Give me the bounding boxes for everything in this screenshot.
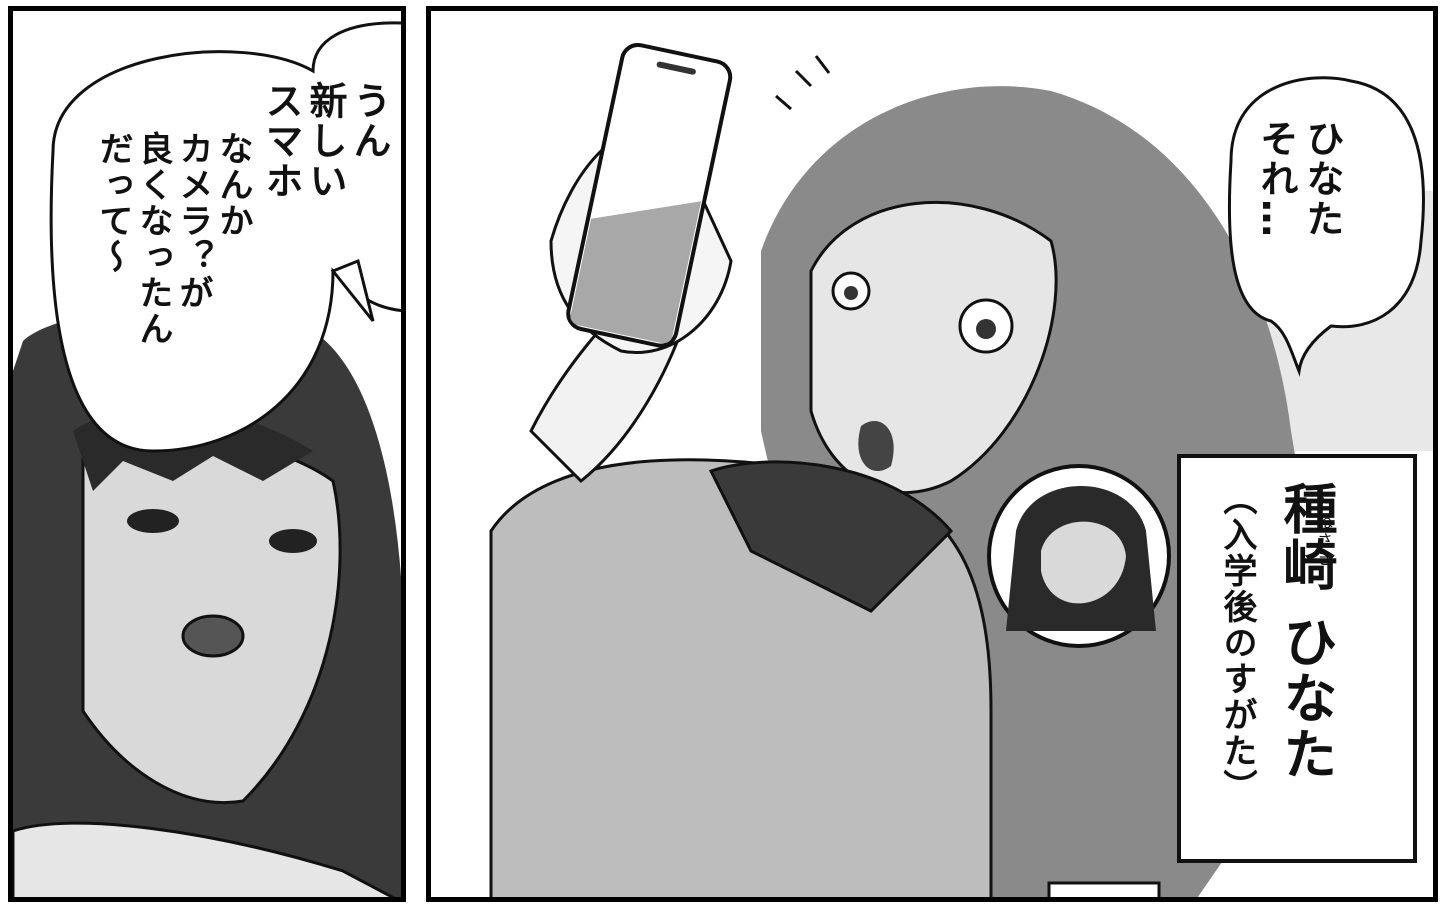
manga-panel-right: ひなた それ… 種崎 ひなた （入学後のすがた） たねさき xyxy=(426,6,1438,902)
speech-line: だって～ xyxy=(93,131,133,275)
speech-bubble-shape-right xyxy=(1227,76,1425,377)
speech-bubble-camera: なんか カメラ？が 良くなったん だって～ xyxy=(93,131,253,431)
inset-portrait-face xyxy=(1041,521,1126,604)
hinata-collar xyxy=(708,460,954,613)
hinata-mouth xyxy=(858,420,894,472)
smartphone xyxy=(566,42,733,348)
character-note: （入学後のすがた） xyxy=(1217,481,1257,805)
girl-eye-right xyxy=(269,529,317,553)
speech-line: カメラ？が xyxy=(173,131,213,311)
ruby-text: たねさき xyxy=(1314,496,1333,568)
speech-bubble-new-phone: うん 新しい スマホ xyxy=(259,81,391,311)
bottom-inset-box xyxy=(1047,881,1161,897)
speech-bubble-hinata-sore: ひなた それ… xyxy=(1253,119,1345,319)
speech-line: ひなた xyxy=(1300,119,1344,239)
caption-box xyxy=(1177,454,1417,863)
character-name-ruby: たねさき xyxy=(1311,496,1335,636)
panel-right-artwork xyxy=(431,11,1433,897)
speech-line: 良くなったん xyxy=(133,131,173,347)
speech-line: 新しい xyxy=(303,81,347,201)
girl-eye-left xyxy=(127,509,179,533)
speech-line: スマホ xyxy=(259,81,303,201)
manga-panel-left: うん 新しい スマホ なんか カメラ？が 良くなったん だって～ xyxy=(8,6,406,902)
girl-mouth xyxy=(181,614,245,658)
speech-line: それ… xyxy=(1254,119,1298,239)
character-name: 種崎 ひなた xyxy=(1274,481,1337,782)
character-name-caption: 種崎 ひなた （入学後のすがた） xyxy=(1203,481,1339,851)
girl-shirt xyxy=(13,821,396,897)
surprise-lines xyxy=(775,55,831,111)
speech-line: なんか xyxy=(213,131,253,239)
speech-line: うん xyxy=(347,81,391,161)
